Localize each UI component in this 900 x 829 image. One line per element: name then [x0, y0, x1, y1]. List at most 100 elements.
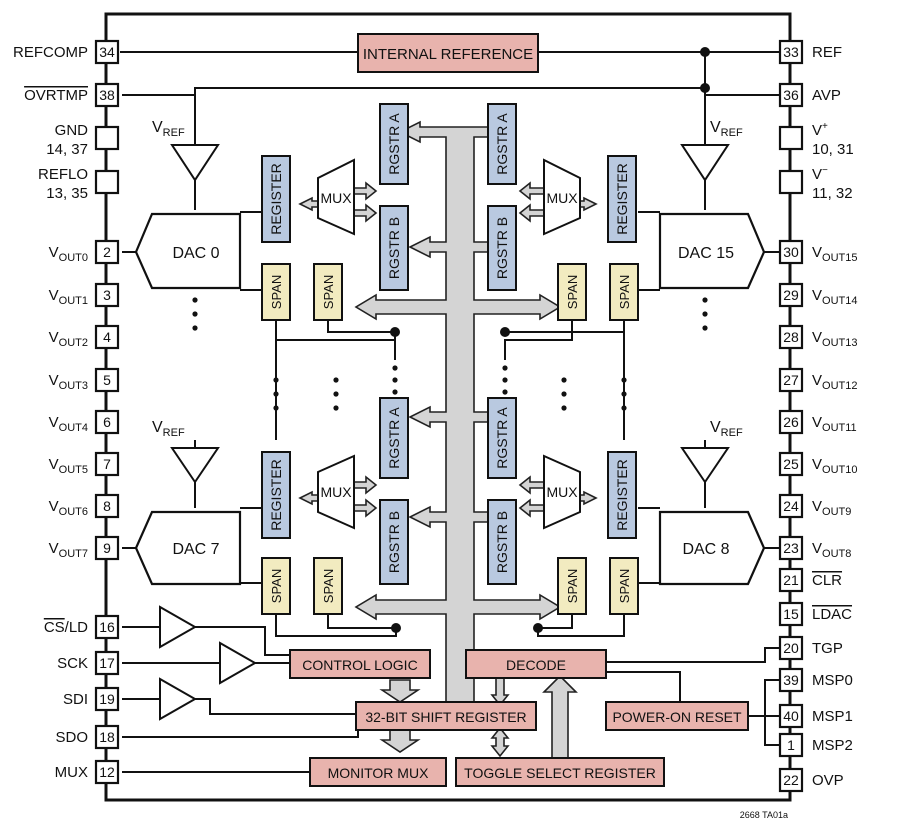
pin-number: 3 — [103, 287, 111, 303]
svg-text:SPAN: SPAN — [269, 275, 284, 309]
pin-name: MSP1 — [812, 708, 853, 725]
svg-text:SPAN: SPAN — [321, 275, 336, 309]
pin-left-2: GND 14, 37 — [46, 122, 120, 158]
svg-text:VREF: VREF — [710, 419, 743, 439]
pin-name: VOUT1 — [49, 287, 88, 307]
svg-text:RGSTR B: RGSTR B — [494, 217, 510, 279]
svg-text:DAC 0: DAC 0 — [172, 245, 219, 262]
svg-text:VREF: VREF — [710, 119, 743, 139]
pin-number: 36 — [783, 87, 799, 103]
pin-name: REFCOMP — [13, 44, 88, 61]
pin-name: CLR — [812, 572, 842, 589]
pin-name: VOUT14 — [812, 287, 857, 307]
svg-text:SPAN: SPAN — [565, 569, 580, 603]
svg-text:RGSTR B: RGSTR B — [386, 511, 402, 573]
dac-registers: REGISTER REGISTER REGISTER REGISTER — [261, 155, 637, 539]
pin-number: 13, 35 — [46, 185, 88, 202]
input-buffers — [159, 605, 258, 721]
svg-text:RGSTR A: RGSTR A — [386, 113, 402, 175]
pin-right-2: V+10, 31 — [778, 121, 854, 158]
dac-8: DAC 8 — [658, 510, 766, 586]
shift-register-block: 32-BIT SHIFT REGISTER — [355, 701, 537, 731]
pin-number: 19 — [99, 691, 115, 707]
toggle-select-register-block: TOGGLE SELECT REGISTER — [455, 757, 665, 787]
pin-number: 11, 32 — [812, 185, 853, 202]
pin-name: VOUT0 — [49, 244, 88, 264]
pin-number: 27 — [783, 372, 799, 388]
svg-text:VREF: VREF — [152, 119, 185, 139]
pin-name: V− — [812, 165, 828, 183]
chip-boundary — [104, 12, 792, 802]
pin-name: SCK — [57, 655, 88, 672]
svg-text:VREF: VREF — [152, 419, 185, 439]
svg-text:TOGGLE SELECT REGISTER: TOGGLE SELECT REGISTER — [464, 765, 656, 781]
pin-number: 7 — [103, 456, 111, 472]
pin-name: VOUT4 — [49, 414, 88, 434]
svg-text:SPAN: SPAN — [269, 569, 284, 603]
vref-buffers — [170, 144, 730, 484]
pin-number: 30 — [783, 244, 799, 260]
pin-number: 23 — [783, 540, 799, 556]
svg-text:SPAN: SPAN — [617, 569, 632, 603]
internal-reference-block: INTERNAL REFERENCE — [357, 33, 539, 73]
svg-text:INTERNAL REFERENCE: INTERNAL REFERENCE — [363, 46, 533, 63]
svg-text:MUX: MUX — [320, 484, 352, 500]
monitor-mux-block: MONITOR MUX — [309, 757, 447, 787]
svg-text:REGISTER: REGISTER — [614, 459, 630, 531]
svg-text:SPAN: SPAN — [565, 275, 580, 309]
svg-text:RGSTR A: RGSTR A — [386, 407, 402, 469]
pin-number: 8 — [103, 498, 111, 514]
pin-number: 17 — [99, 655, 115, 671]
vref-labels: VREF VREF VREF VREF — [152, 119, 743, 439]
rgstr-b-blocks: RGSTR B RGSTR B RGSTR B RGSTR B — [379, 205, 517, 585]
pin-left-5: 3 VOUT1 — [49, 282, 120, 308]
pin-name: OVP — [812, 772, 844, 789]
pin-number: 10, 31 — [812, 141, 854, 158]
pin-left-0: 34 REFCOMP — [13, 39, 120, 65]
power-on-reset-block: POWER-ON RESET — [605, 701, 749, 731]
svg-text:MUX: MUX — [320, 190, 352, 206]
pin-number: 14, 37 — [46, 141, 88, 158]
pin-number: 24 — [783, 498, 799, 514]
pin-name: SDO — [55, 729, 88, 746]
pin-name: VOUT11 — [812, 414, 857, 434]
pin-name: CS/LD — [44, 619, 88, 636]
pin-left-10: 8 VOUT6 — [49, 493, 120, 519]
pin-name: GND — [55, 122, 89, 139]
pin-left-13: 17 SCK — [57, 650, 120, 676]
svg-text:DAC 15: DAC 15 — [678, 245, 734, 262]
pin-name: VOUT6 — [49, 498, 88, 518]
rgstr-a-blocks: RGSTR A RGSTR A RGSTR A RGSTR A — [379, 103, 517, 479]
pin-number: 39 — [783, 672, 799, 688]
svg-text:SPAN: SPAN — [321, 569, 336, 603]
pin-number: 5 — [103, 372, 111, 388]
svg-text:DAC 8: DAC 8 — [682, 541, 729, 558]
svg-text:REGISTER: REGISTER — [614, 163, 630, 235]
svg-text:REGISTER: REGISTER — [268, 459, 284, 531]
pin-right-3: V− 11, 32 — [778, 165, 853, 202]
svg-text:RGSTR A: RGSTR A — [494, 407, 510, 469]
pin-number: 34 — [99, 44, 115, 60]
pin-name: OVRTMP — [24, 87, 88, 104]
pin-name: VOUT2 — [49, 329, 88, 349]
svg-text:RGSTR B: RGSTR B — [386, 217, 402, 279]
junction-dots — [390, 47, 710, 633]
